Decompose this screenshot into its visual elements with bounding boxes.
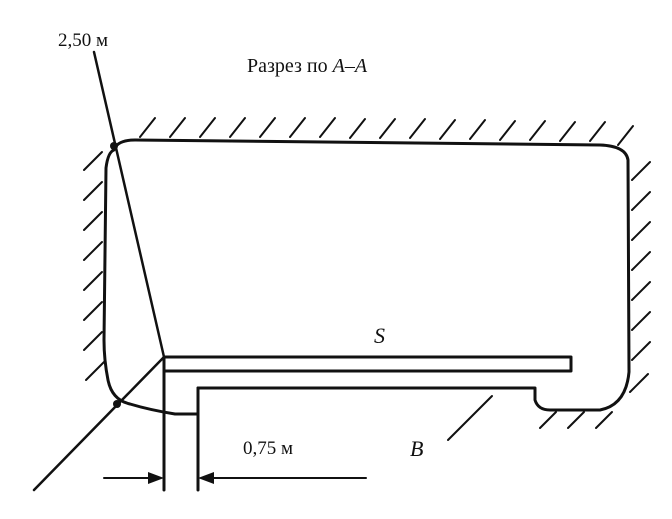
section-title-mark: A–A	[331, 55, 368, 77]
hatch-bottom-right	[539, 411, 613, 429]
hatch-top	[139, 117, 634, 146]
sight-point-bottom	[113, 400, 121, 408]
hatch-left	[83, 151, 105, 381]
shelf-s	[162, 355, 573, 373]
hatch-right	[629, 161, 651, 393]
height-label: 2,50 м	[58, 30, 108, 51]
room-outline	[102, 138, 631, 416]
dimension-width	[103, 472, 367, 484]
sight-point-top	[110, 142, 118, 150]
label-b: B	[410, 436, 423, 461]
sight-line-bottom	[32, 355, 166, 492]
slope-line-b	[447, 395, 493, 441]
label-s: S	[374, 323, 385, 348]
sight-line-top	[92, 50, 166, 359]
section-title: Разрез по A–A	[247, 55, 368, 77]
width-label: 0,75 м	[243, 438, 293, 459]
section-title-prefix: Разрез по	[247, 55, 333, 77]
